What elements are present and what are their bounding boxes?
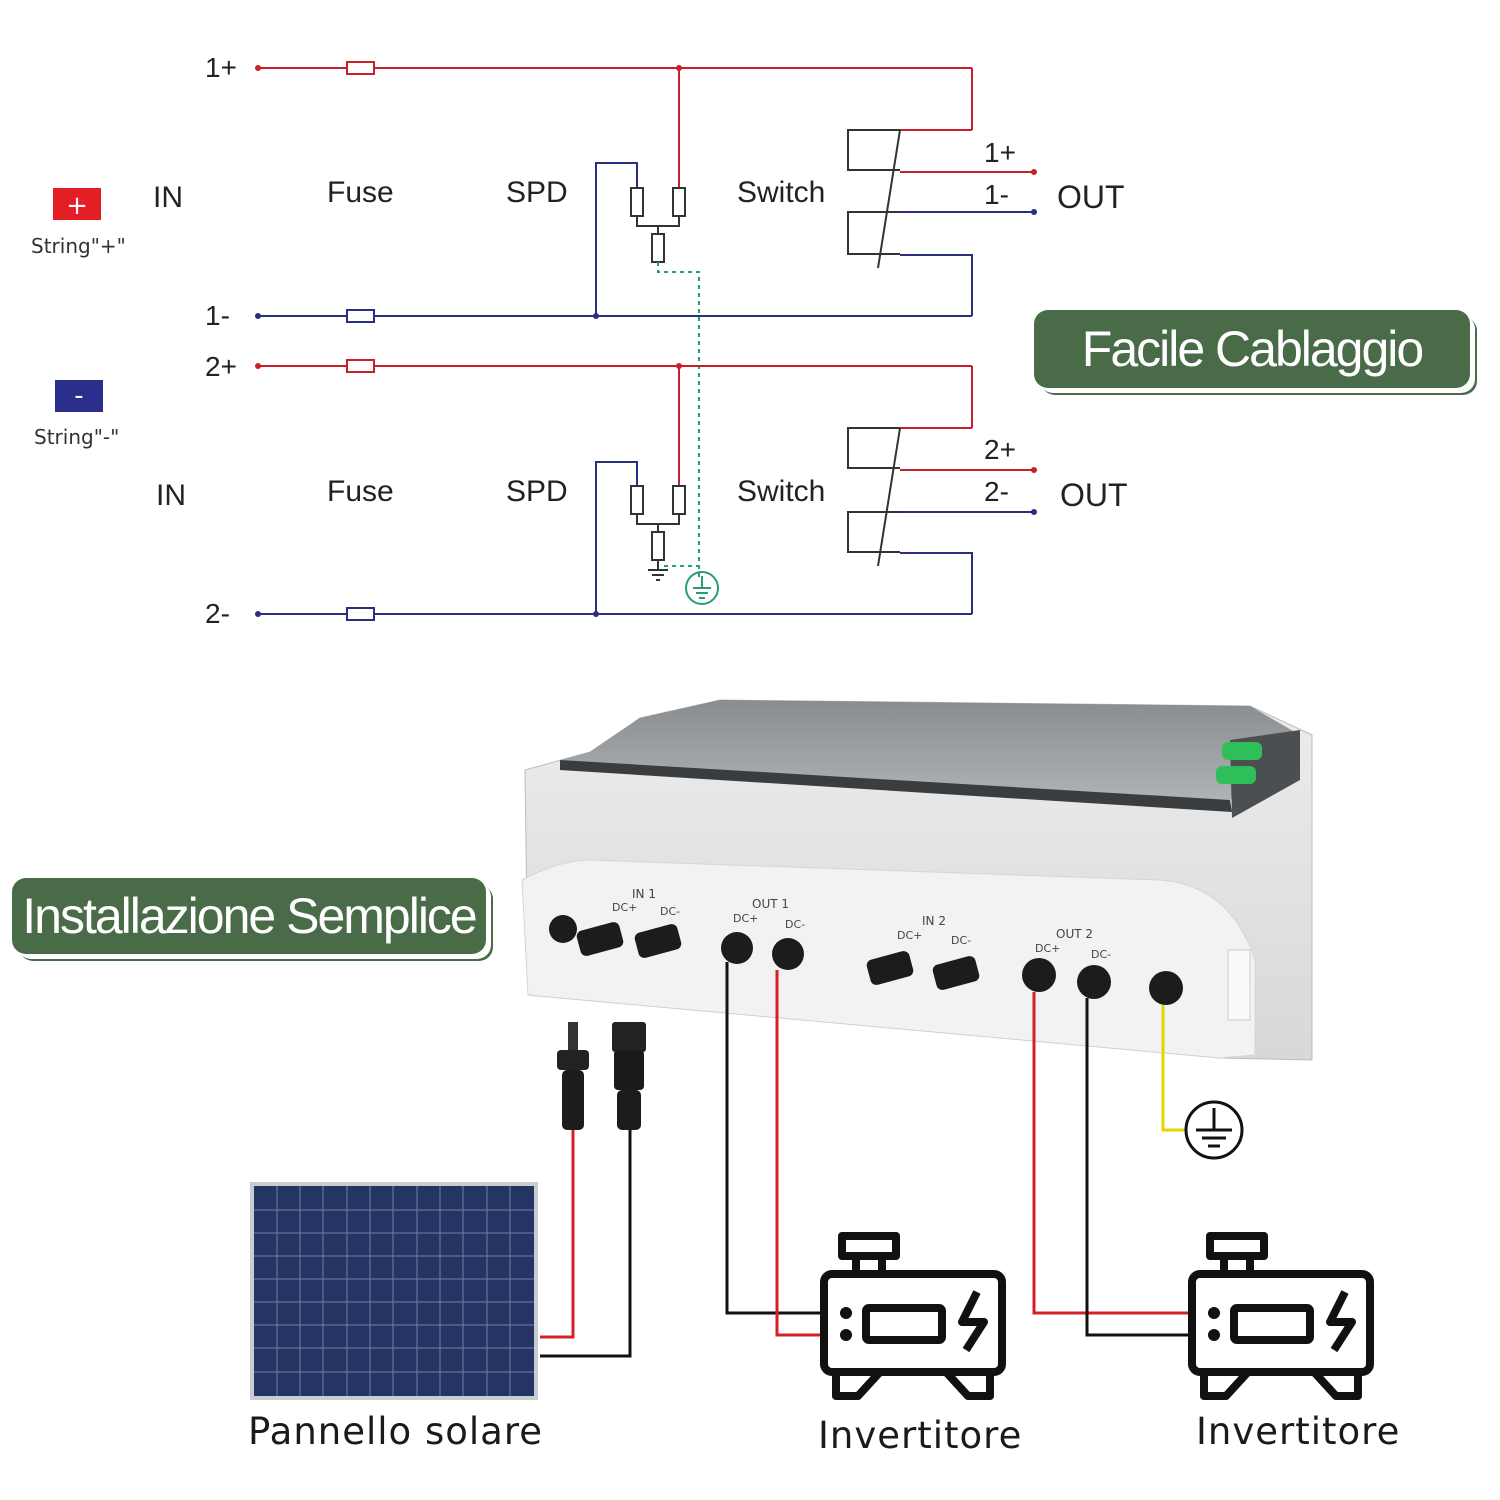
svg-text:+: + <box>66 191 88 221</box>
inverter-icon <box>820 1232 1006 1400</box>
easy-install-banner: Installazione Semplice <box>12 878 486 954</box>
c1-in-label: IN <box>153 181 183 214</box>
svg-text:DC-: DC- <box>1091 948 1111 961</box>
in2-label: IN 2 <box>922 914 946 928</box>
solar-panel-icon <box>250 1182 538 1400</box>
c2-spd-label: SPD <box>506 475 568 508</box>
c2-switch-label: Switch <box>737 475 825 508</box>
c1-switch-label: Switch <box>737 176 825 209</box>
svg-text:DC-: DC- <box>951 934 971 947</box>
svg-text:DC-: DC- <box>660 905 680 918</box>
string-plus-label: String"+" <box>31 234 126 258</box>
c1-out-minus: 1- <box>984 179 1009 210</box>
mc4-connector-icon <box>557 1022 646 1130</box>
svg-text:DC+: DC+ <box>1035 942 1060 955</box>
svg-text:-: - <box>74 381 83 411</box>
c2-out-plus: 2+ <box>984 434 1016 465</box>
inverter-1-caption: Invertitore <box>818 1414 1023 1457</box>
c1-in-minus: 1- <box>205 300 230 331</box>
inverter-2-caption: Invertitore <box>1196 1410 1401 1453</box>
c2-in-minus: 2- <box>205 598 230 629</box>
c1-in-plus: 1+ <box>205 52 237 83</box>
c1-out-label: OUT <box>1057 179 1125 215</box>
svg-text:DC+: DC+ <box>897 929 922 942</box>
c2-fuse-label: Fuse <box>327 475 394 508</box>
out1-label: OUT 1 <box>752 897 789 911</box>
c2-in-plus: 2+ <box>205 351 237 382</box>
combiner-box: IN 1 OUT 1 IN 2 OUT 2 DC+ DC- DC+ DC- DC… <box>521 699 1313 1061</box>
easy-wiring-banner: Facile Cablaggio <box>1034 310 1470 388</box>
c2-out-label: OUT <box>1060 477 1128 513</box>
c1-spd-label: SPD <box>506 176 568 209</box>
ground-icon <box>1184 1100 1244 1160</box>
svg-text:DC+: DC+ <box>733 912 758 925</box>
string-minus-legend: - String"-" <box>34 380 119 449</box>
c2-in-label: IN <box>156 479 186 512</box>
c1-fuse-label: Fuse <box>327 176 394 209</box>
inverter-icon <box>1188 1232 1374 1400</box>
solar-panel-caption: Pannello solare <box>248 1410 543 1453</box>
in1-label: IN 1 <box>632 887 656 901</box>
circuit-1 <box>258 61 1034 580</box>
svg-text:DC-: DC- <box>785 918 805 931</box>
wiring-schematic: + String"+" - String"-" <box>31 52 1128 629</box>
out2-label: OUT 2 <box>1056 927 1093 941</box>
string-minus-label: String"-" <box>34 425 119 449</box>
c2-out-minus: 2- <box>984 476 1009 507</box>
c1-out-plus: 1+ <box>984 137 1016 168</box>
circuit-2 <box>258 359 1034 621</box>
svg-text:DC+: DC+ <box>612 901 637 914</box>
string-plus-legend: + String"+" <box>31 188 126 258</box>
